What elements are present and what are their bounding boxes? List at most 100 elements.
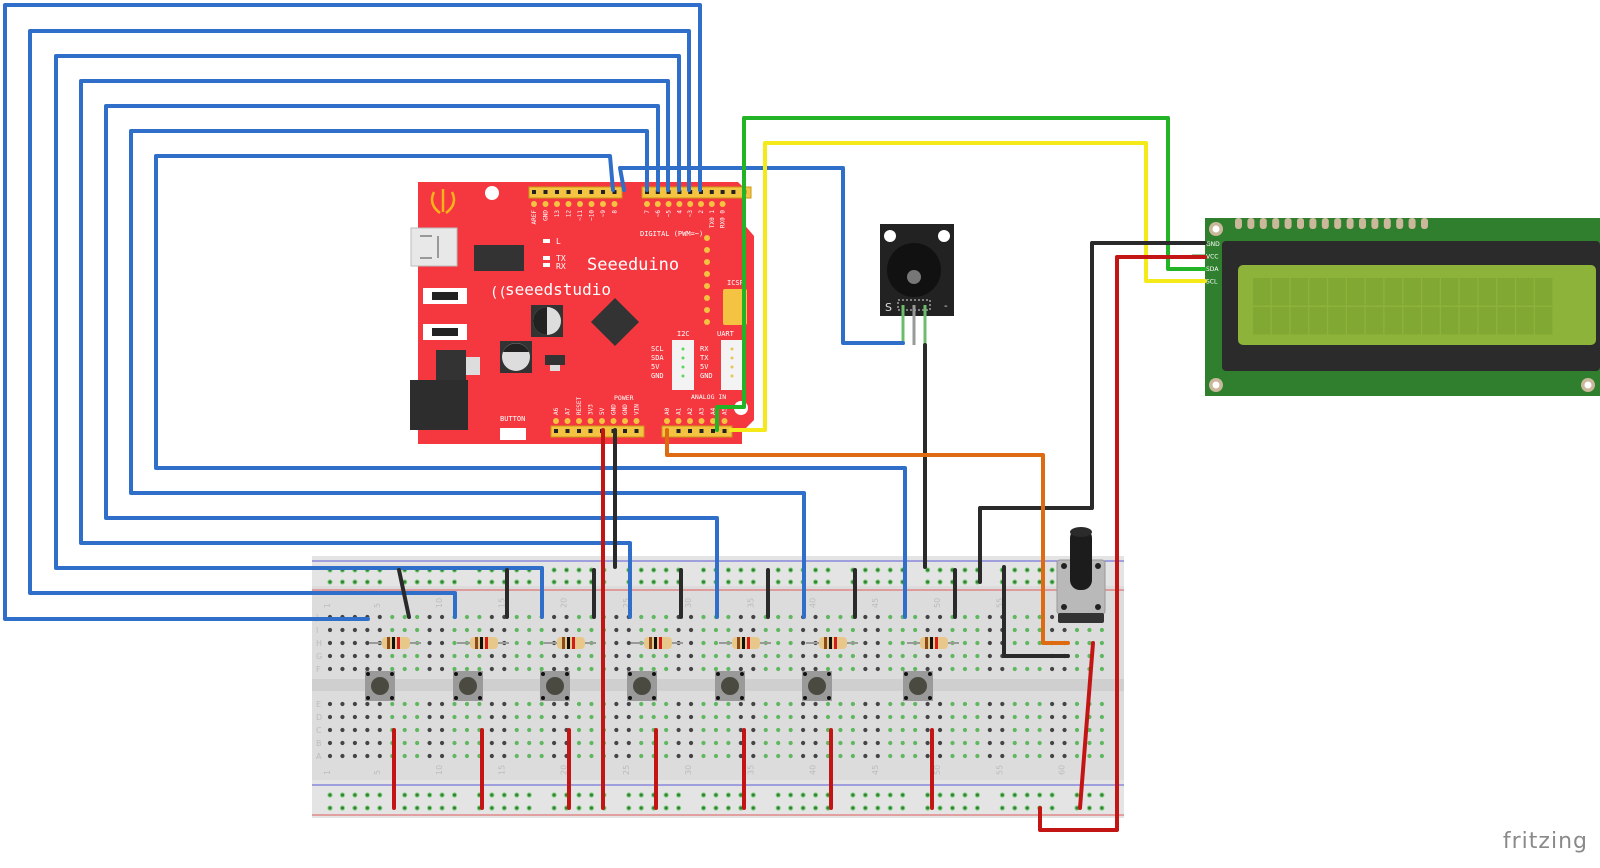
pin-label: A5: [722, 407, 729, 415]
column-number: 5: [373, 770, 382, 775]
header-pin[interactable]: [577, 429, 581, 433]
breadboard-hole: [962, 653, 968, 659]
button-cap[interactable]: [909, 677, 927, 695]
header-pin[interactable]: [623, 429, 627, 433]
breadboard-hole: [639, 614, 644, 620]
resistor-band: [925, 637, 928, 649]
wire-a0-pot[interactable]: [665, 428, 1070, 645]
wire-d4[interactable]: [54, 54, 681, 619]
header-pin[interactable]: [578, 190, 582, 194]
wire-d9[interactable]: [154, 154, 907, 619]
grove-pin: [681, 365, 685, 369]
header-pin[interactable]: [565, 429, 570, 433]
pushbutton[interactable]: [365, 671, 395, 701]
grove-pin: [730, 365, 734, 369]
button-cap[interactable]: [721, 677, 739, 695]
breadboard-hole: [1074, 753, 1080, 759]
pushbutton[interactable]: [627, 671, 657, 701]
breadboard-hole: [502, 740, 507, 746]
potentiometer[interactable]: [1056, 527, 1106, 623]
breadboard-hole: [626, 740, 631, 746]
i2c-connector[interactable]: [672, 340, 694, 390]
pad: [599, 418, 605, 424]
lcd-header-pin: [1346, 218, 1354, 229]
breadboard-hole: [888, 714, 893, 720]
reset-button[interactable]: [500, 428, 526, 440]
header-pin[interactable]: [688, 190, 693, 194]
breadboard-hole: [813, 714, 818, 720]
header-pin[interactable]: [699, 429, 704, 433]
breadboard-hole: [576, 666, 582, 672]
wire-pot-vcc[interactable]: [1078, 641, 1095, 810]
header-pin[interactable]: [722, 429, 727, 433]
button-cap[interactable]: [633, 677, 651, 695]
header-pin[interactable]: [588, 429, 593, 433]
breadboard-hole: [1099, 666, 1104, 672]
breadboard-hole: [1062, 627, 1067, 633]
breadboard-hole: [576, 727, 582, 733]
resistors: [369, 637, 959, 649]
button-cap[interactable]: [459, 677, 477, 695]
resistor-band: [935, 637, 938, 649]
lcd-cell: [1365, 278, 1384, 306]
pushbutton[interactable]: [453, 671, 483, 701]
button-cap[interactable]: [371, 677, 389, 695]
header-pin[interactable]: [543, 190, 548, 194]
breadboard-hole: [1074, 627, 1080, 633]
wire-lcd-vcc[interactable]: [1038, 255, 1207, 832]
breadboard-hole: [975, 714, 980, 720]
breadboard-hole: [365, 640, 370, 646]
rail-hole: [937, 579, 943, 585]
header-pin[interactable]: [589, 190, 594, 194]
header-pin[interactable]: [709, 190, 714, 194]
header-pin[interactable]: [699, 190, 703, 194]
rail-hole: [962, 579, 968, 585]
wire-scl[interactable]: [729, 141, 1207, 432]
wire-pot-gnd[interactable]: [1002, 565, 1070, 658]
wire-d8-buzzer[interactable]: [618, 166, 905, 345]
wire-d3[interactable]: [28, 29, 691, 619]
breadboard-hole: [776, 666, 781, 672]
breadboard-hole: [776, 753, 781, 759]
button-cap[interactable]: [808, 677, 826, 695]
header-pin[interactable]: [555, 190, 559, 194]
button-cap[interactable]: [546, 677, 564, 695]
pushbutton[interactable]: [903, 671, 933, 701]
header-pin[interactable]: [612, 190, 617, 194]
header-pin[interactable]: [720, 190, 725, 194]
breadboard-hole: [552, 714, 557, 720]
breadboard-hole: [340, 753, 345, 759]
header-pin[interactable]: [566, 190, 571, 194]
breadboard-hole: [614, 614, 619, 620]
wire-d5[interactable]: [79, 79, 670, 619]
header-pin[interactable]: [688, 429, 692, 433]
header-pin[interactable]: [655, 190, 660, 194]
pushbutton[interactable]: [540, 671, 570, 701]
header-pin[interactable]: [666, 190, 671, 194]
wire-d2[interactable]: [3, 3, 702, 621]
breadboard-hole: [751, 627, 756, 633]
wire-sda[interactable]: [715, 116, 1207, 432]
header-pin[interactable]: [676, 429, 681, 433]
header-pin[interactable]: [711, 429, 715, 433]
header-pin[interactable]: [532, 190, 536, 194]
header-pin[interactable]: [677, 190, 682, 194]
header-pin[interactable]: [634, 429, 639, 433]
breadboard-hole: [651, 614, 656, 620]
pushbutton[interactable]: [802, 671, 832, 701]
led-label: TX: [556, 254, 566, 263]
uart-connector[interactable]: [721, 340, 743, 390]
breadboard-hole: [1087, 627, 1092, 633]
wire-d7[interactable]: [129, 129, 806, 619]
header-pin[interactable]: [731, 190, 736, 194]
pot-knob[interactable]: [1070, 528, 1092, 590]
pushbutton[interactable]: [715, 671, 745, 701]
breadboard-hole: [1050, 666, 1055, 672]
breadboard-hole: [452, 640, 457, 646]
header-pin[interactable]: [554, 429, 558, 433]
wire-gnd-jumper[interactable]: [397, 568, 411, 619]
lcd-header-pin: [1396, 218, 1404, 229]
header-pin[interactable]: [601, 190, 605, 194]
wire-lcd-gnd[interactable]: [978, 241, 1207, 584]
wire-d6[interactable]: [104, 104, 719, 619]
